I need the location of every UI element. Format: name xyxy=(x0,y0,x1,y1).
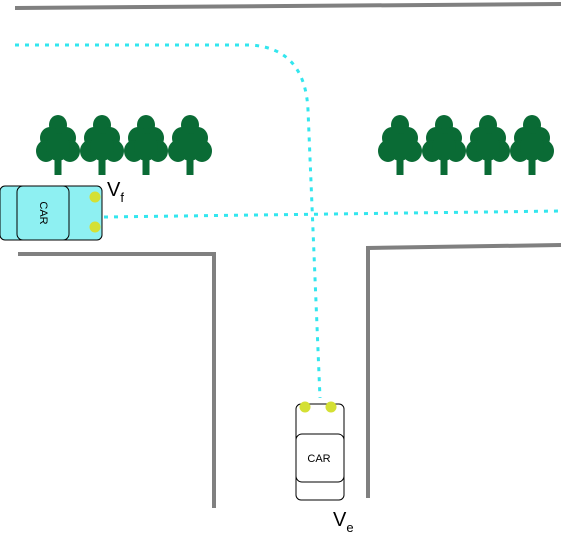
front-car-path xyxy=(103,209,562,219)
velocity-front-label: Vf xyxy=(107,179,124,205)
trajectories xyxy=(15,43,562,399)
road-edges xyxy=(14,2,562,508)
velocity-ego-label: Ve xyxy=(333,509,354,535)
car-ego-headlight-left xyxy=(299,401,311,413)
car-ego: CAR xyxy=(295,401,345,501)
ego-car-path xyxy=(15,43,322,399)
tree-icon xyxy=(36,115,80,175)
tree-icon xyxy=(124,115,168,175)
car-front: CAR xyxy=(0,185,103,241)
tree-icon xyxy=(168,115,212,175)
tree-icon xyxy=(80,115,124,175)
car-front-label: CAR xyxy=(37,201,49,224)
tree-icon xyxy=(466,115,510,175)
right-lower-road-edge xyxy=(366,243,562,498)
tree-row-left xyxy=(36,115,212,175)
car-front-headlight-top xyxy=(89,191,101,203)
tree-icon xyxy=(510,115,554,175)
car-ego-headlight-right xyxy=(325,401,337,413)
car-front-cabin xyxy=(16,185,70,241)
car-ego-cabin xyxy=(295,433,345,483)
left-lower-road-edge xyxy=(18,252,216,508)
tree-icon xyxy=(422,115,466,175)
tree-row-right xyxy=(378,115,554,175)
top-road-edge xyxy=(14,2,562,10)
tree-icon xyxy=(378,115,422,175)
velocity-front-subscript: f xyxy=(120,190,124,205)
velocity-ego-subscript: e xyxy=(346,520,353,535)
car-front-headlight-bottom xyxy=(89,221,101,233)
car-ego-label: CAR xyxy=(307,453,330,465)
